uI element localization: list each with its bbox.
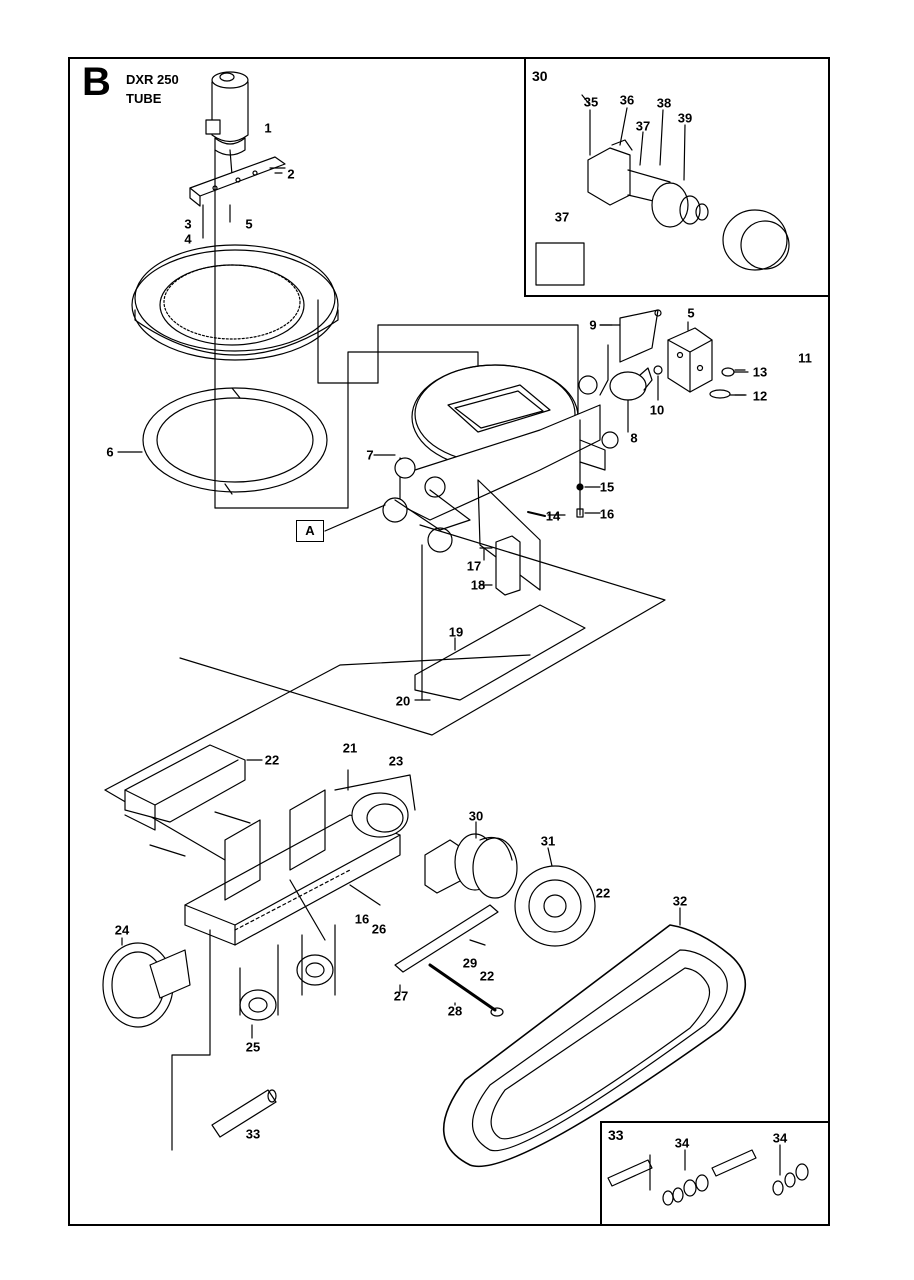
slewing-ring [131, 244, 339, 361]
callout-6: 6 [106, 444, 114, 460]
axle-part-33 [211, 1089, 277, 1138]
track-roller-part-25 [239, 954, 334, 1021]
callout-13: 13 [752, 364, 768, 380]
rubber-track-part-32 [442, 924, 746, 1168]
callout-5: 5 [245, 216, 253, 232]
callout-36: 36 [619, 92, 635, 108]
callout-16: 16 [599, 506, 615, 522]
callout-12: 12 [752, 388, 768, 404]
inset-33-drawing [607, 1144, 809, 1206]
callout-35: 35 [583, 94, 599, 110]
motor-part-1 [205, 71, 249, 176]
valve-block-part-5 [667, 327, 713, 393]
callout-15: 15 [599, 479, 615, 495]
callout-34a: 34 [674, 1135, 690, 1151]
bracket-part-2 [189, 156, 286, 207]
sprocket-part-31 [514, 865, 596, 947]
track-frame-beam [184, 774, 416, 946]
bracket-part-22 [124, 744, 246, 831]
callout-30: 30 [468, 808, 484, 824]
callout-22b: 22 [595, 885, 611, 901]
travel-motor-part-30 [424, 833, 518, 899]
callout-20: 20 [395, 693, 411, 709]
callout-29: 29 [462, 955, 478, 971]
callout-39: 39 [677, 110, 693, 126]
callout-9: 9 [589, 317, 597, 333]
frame-part-7 [382, 364, 619, 553]
callout-10: 10 [649, 402, 665, 418]
callout-3: 3 [184, 216, 192, 232]
callout-33: 33 [245, 1126, 261, 1142]
callout-27: 27 [393, 988, 409, 1004]
callout-7: 7 [366, 447, 374, 463]
callout-16b: 16 [354, 911, 370, 927]
callout-1: 1 [264, 120, 272, 136]
callout-17: 17 [466, 558, 482, 574]
accumulator-part-8 [609, 367, 653, 401]
callout-4: 4 [184, 231, 192, 247]
callout-31: 31 [540, 833, 556, 849]
callout-19: 19 [448, 624, 464, 640]
idler-wheel-part-24 [102, 942, 191, 1028]
inset-33-label: 33 [608, 1127, 624, 1143]
callout-11: 11 [798, 350, 812, 366]
inset-30-frame [524, 57, 830, 297]
inset-33-frame [600, 1121, 830, 1226]
callout-18: 18 [470, 577, 486, 593]
inset-30-label: 30 [532, 68, 548, 84]
callout-23: 23 [388, 753, 404, 769]
callout-28: 28 [447, 1003, 463, 1019]
main-frame [68, 57, 830, 1226]
callout-21: 21 [342, 740, 358, 756]
callout-32: 32 [672, 893, 688, 909]
callout-37a: 37 [635, 118, 651, 134]
inset-30-drawing [535, 107, 790, 286]
callout-38: 38 [656, 95, 672, 111]
section-letter: B [82, 60, 111, 104]
callout-25: 25 [245, 1039, 261, 1055]
callout-2: 2 [287, 166, 295, 182]
model-name: DXR 250 [126, 72, 179, 87]
callout-34b: 34 [772, 1130, 788, 1146]
model-subtitle: TUBE [126, 91, 162, 106]
callout-5b: 5 [687, 305, 695, 321]
reference-box-a: A [296, 520, 324, 542]
split-ring-part-6 [142, 387, 328, 495]
callout-8: 8 [630, 430, 638, 446]
callout-24: 24 [114, 922, 130, 938]
callout-14: 14 [545, 508, 561, 524]
shield-part-9 [619, 309, 662, 363]
callout-22: 22 [264, 752, 280, 768]
callout-26: 26 [371, 921, 387, 937]
callout-37b: 37 [554, 209, 570, 225]
callout-22c: 22 [479, 968, 495, 984]
